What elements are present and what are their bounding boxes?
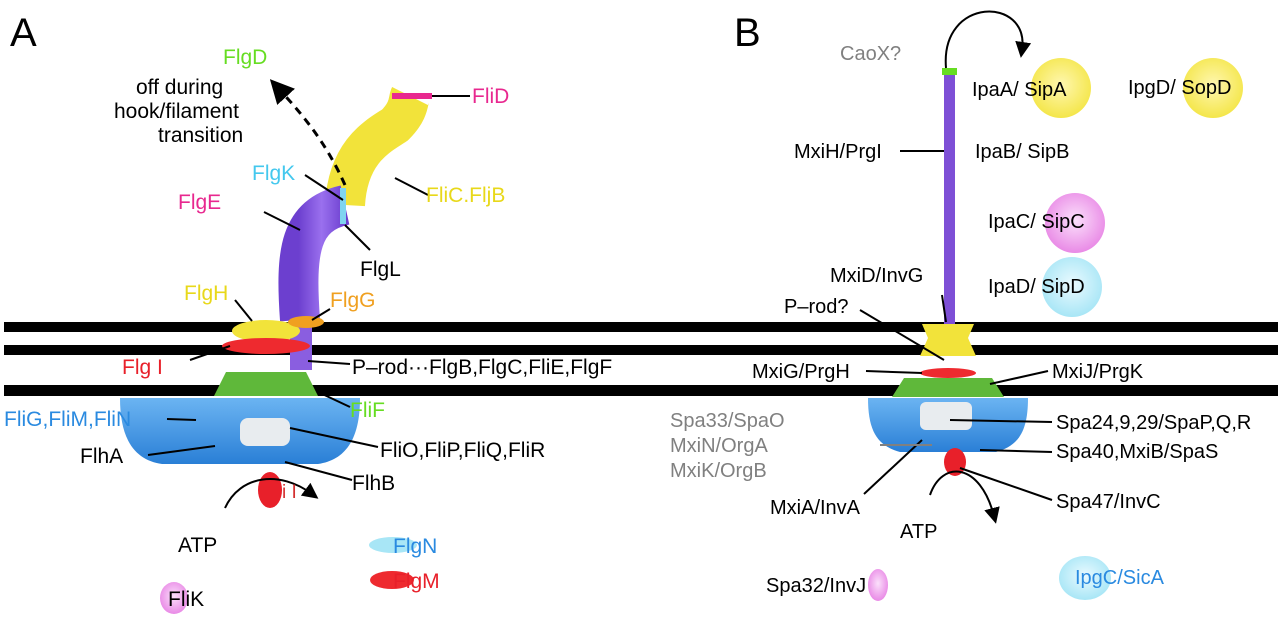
label-flge: FlgE [178, 191, 221, 214]
label-mxih: MxiH/PrgI [794, 141, 882, 163]
flik-blob [160, 582, 188, 614]
invj-blob [868, 569, 888, 601]
label-mxia: MxiA/InvA [770, 497, 861, 519]
label-atp-a: ATP [178, 534, 217, 557]
panel-b-letter: B [734, 11, 761, 55]
panel-a: A [4, 11, 612, 614]
label-mxij: MxiJ/PrgK [1052, 361, 1144, 383]
outer-membrane-line [4, 322, 1278, 332]
label-spa40: Spa40,MxiB/SpaS [1056, 441, 1218, 463]
label-flgi: Flg I [122, 356, 163, 379]
sipa-circle [1031, 58, 1091, 118]
sopd-circle [1183, 58, 1243, 118]
label-spa24: Spa24,9,29/SpaP,Q,R [1056, 412, 1251, 434]
flgm-blob [370, 571, 414, 589]
label-prod: P–rod···FlgB,FlgC,FliE,FlgF [352, 356, 612, 379]
rod-flgg [288, 316, 324, 328]
flgd-dashed-arrow [269, 79, 347, 186]
label-transition-2: hook/filament [114, 100, 239, 123]
atp-arrow [224, 478, 319, 509]
panel-a-leaders [147, 95, 470, 481]
label-flic: FliC.FljB [426, 184, 505, 207]
label-flgg: FlgG [330, 289, 376, 312]
label-ipad: IpaD/ SipD [988, 276, 1085, 298]
flagellar-filament [325, 87, 429, 207]
atp-arrow-b [929, 470, 1000, 524]
inner-membrane-line [4, 385, 1278, 396]
needle-mxih [944, 74, 955, 324]
export-apparatus-b [920, 402, 972, 430]
label-spa47: Spa47/InvC [1056, 491, 1161, 513]
label-mxid: MxiD/InvG [830, 265, 923, 287]
label-caox: CaoX? [840, 43, 901, 65]
label-flgn: FlgN [393, 535, 437, 558]
label-ipac: IpaC/ SipC [988, 211, 1085, 233]
l-ring-flgh [232, 320, 300, 342]
panel-b-leaders [859, 150, 1053, 501]
secretin-mxid [920, 324, 976, 356]
hook-junction-flgk [340, 188, 346, 224]
label-spa33: Spa33/SpaO [670, 410, 785, 432]
label-flha: FlhA [80, 445, 123, 468]
export-apparatus [240, 418, 290, 446]
inner-ring-mxij [892, 378, 1004, 397]
panel-b: B C [670, 10, 1251, 601]
label-flif: FliF [350, 399, 385, 422]
p-ring-flgi [222, 338, 310, 354]
label-ipgd: IpgD/ SopD [1128, 77, 1231, 99]
ipgc-blob [1059, 556, 1111, 600]
panel-a-letter: A [10, 11, 37, 55]
label-mxig: MxiG/PrgH [752, 361, 850, 383]
label-atp-b: ATP [900, 521, 937, 543]
label-ipgc: IpgC/SicA [1075, 567, 1165, 589]
label-ipaa: IpaA/ SipA [972, 79, 1067, 101]
label-transition-1: off during [136, 76, 223, 99]
label-mxin: MxiN/OrgA [670, 435, 768, 457]
prgh-ring [920, 368, 976, 378]
needle-export-arrow [944, 10, 1032, 69]
label-flgh: FlgH [184, 282, 228, 305]
label-flgk: FlgK [252, 162, 295, 185]
ms-ring-flif [214, 372, 318, 396]
label-prod-b: P–rod? [784, 296, 849, 318]
peptidoglycan-line [4, 345, 1278, 355]
atpase-flii [258, 472, 282, 508]
membranes [4, 322, 1278, 396]
flagellar-hook [278, 185, 351, 322]
label-flhb: FlhB [352, 472, 395, 495]
label-transition-3: transition [158, 124, 243, 147]
sipc-circle [1045, 193, 1105, 253]
label-ipab: IpaB/ SipB [975, 141, 1070, 163]
label-flid: FliD [472, 85, 509, 108]
sipd-circle [1042, 257, 1102, 317]
label-flig: FliG,FliM,FliN [4, 408, 131, 431]
label-spa32: Spa32/InvJ [766, 575, 866, 597]
label-flik: FliK [168, 588, 204, 611]
flgn-blob [369, 537, 417, 553]
label-flgm: FlgM [393, 570, 440, 593]
needle-tip-caox [942, 68, 957, 75]
label-flgl: FlgL [360, 258, 401, 281]
label-flgd: FlgD [223, 46, 267, 69]
label-mxik: MxiK/OrgB [670, 460, 767, 482]
label-flio: FliO,FliP,FliQ,FliR [380, 439, 545, 462]
label-flii: i I [282, 482, 297, 503]
